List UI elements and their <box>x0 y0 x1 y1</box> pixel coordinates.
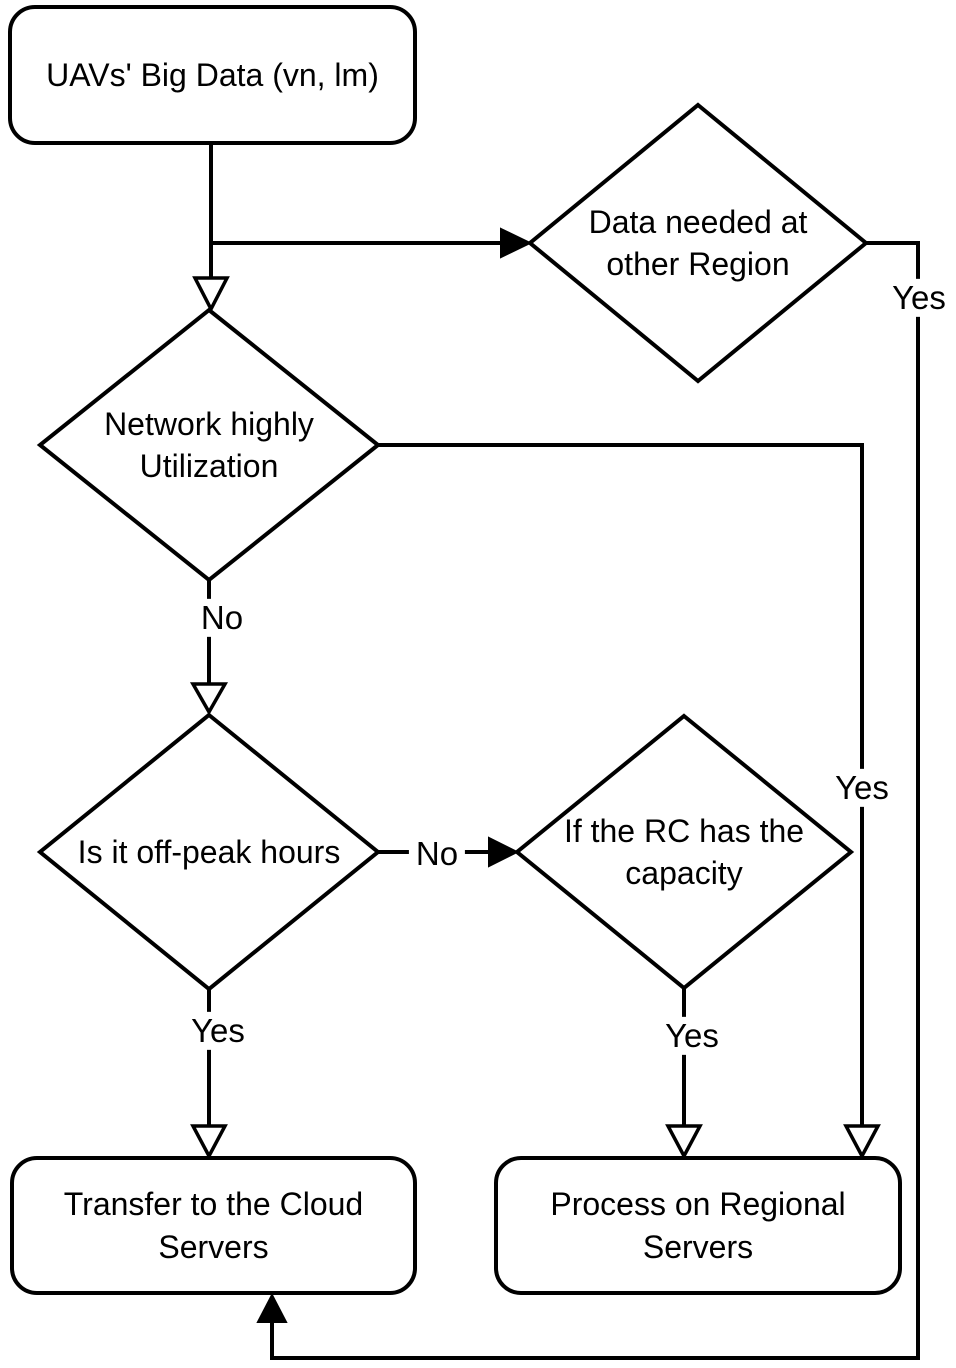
arrowhead-into-transfer <box>190 1124 228 1160</box>
arrowhead-network-into-process <box>843 1124 881 1160</box>
arrowhead-rc-into-process <box>665 1124 703 1160</box>
process-regional-node-shape <box>494 1156 902 1295</box>
arrowhead-loop-into-transfer <box>256 1292 288 1323</box>
arrowhead-into-data-needed <box>500 227 533 259</box>
arrowhead-into-network <box>192 276 230 313</box>
arrowhead-into-rc <box>488 836 520 868</box>
rc-capacity-diamond-shape <box>513 713 855 991</box>
start-node-shape <box>8 5 417 145</box>
transfer-cloud-node-shape <box>10 1156 417 1295</box>
data-needed-diamond-shape <box>526 102 870 384</box>
edge-data-needed-yes-to-transfer <box>270 241 920 1360</box>
network-util-diamond-shape <box>36 307 382 583</box>
offpeak-diamond-shape <box>36 712 382 992</box>
arrowhead-into-offpeak <box>189 682 229 716</box>
edge-network-yes-to-process <box>378 443 864 1128</box>
